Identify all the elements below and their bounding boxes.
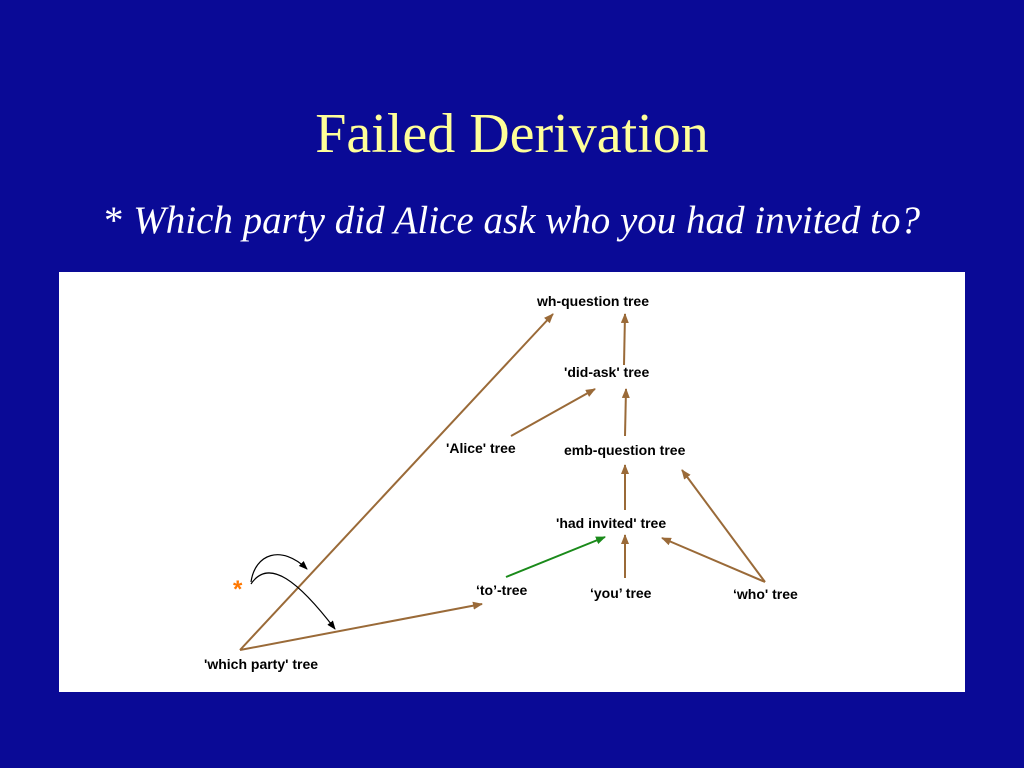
ungrammatical-star-mark: *	[233, 576, 243, 603]
curved-arrow-lower	[250, 572, 336, 630]
arrow-layer	[239, 313, 766, 651]
ungrammatical-star: *	[104, 199, 124, 242]
arrow-who-to-emb-question	[681, 469, 766, 583]
failed-arrow-to-tree-to-had-invited	[505, 536, 606, 578]
arrow-who-to-had-invited	[661, 537, 766, 583]
curved-arrow-upper	[250, 554, 308, 583]
arrow-alice-to-did-ask	[510, 388, 596, 437]
node-had-invited-tree: 'had invited' tree	[556, 515, 667, 531]
node-emb-question-tree: emb-question tree	[564, 442, 686, 458]
slide-subtitle: * Which party did Alice ask who you had …	[0, 196, 1024, 246]
node-did-ask-tree: 'did-ask' tree	[564, 364, 650, 380]
node-alice-tree: 'Alice' tree	[446, 440, 516, 456]
arrow-did-ask-to-wh-question	[620, 313, 629, 366]
arrow-emb-question-to-did-ask	[621, 388, 630, 437]
arrow-which-party-to-wh-question	[239, 313, 554, 651]
example-sentence: Which party did Alice ask who you had in…	[133, 199, 920, 242]
node-wh-question-tree: wh-question tree	[537, 293, 650, 309]
slide-title: Failed Derivation	[315, 103, 709, 165]
node-which-party-tree: 'which party' tree	[204, 656, 319, 672]
arrow-which-party-to-to-tree	[239, 601, 483, 651]
node-you-tree: ‘you’ tree	[590, 585, 652, 601]
node-who-tree: ‘who' tree	[733, 586, 798, 602]
derivation-diagram: wh-question tree 'did-ask' tree 'Alice' …	[59, 272, 965, 692]
node-to-tree: ‘to’-tree	[476, 582, 528, 598]
